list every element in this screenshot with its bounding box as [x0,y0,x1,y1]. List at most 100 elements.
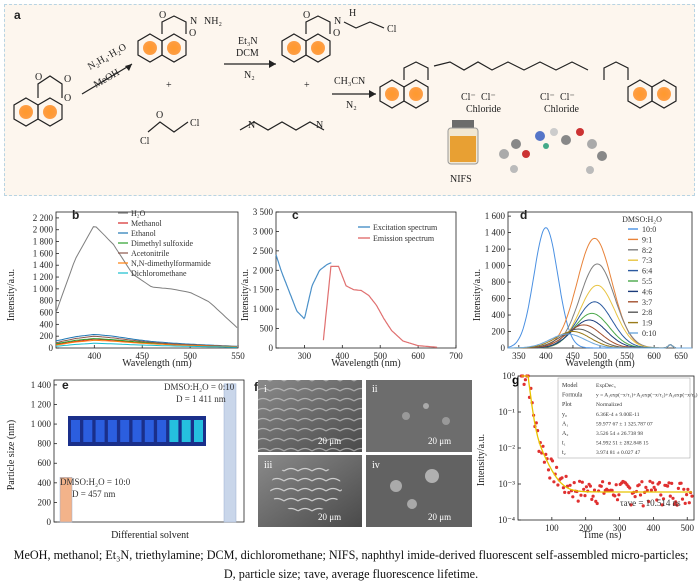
chart-e-ytick-label: 400 [38,478,52,488]
chart-g-data-point [637,483,641,487]
chart-g-data-point [647,499,651,504]
counterion-3: Cl⁻ [540,92,555,103]
reagent-2: Et₃N [238,36,258,47]
svg-text:N: N [190,16,197,27]
chart-g-data-point [680,497,685,501]
chart-c-xtick-label: 400 [336,351,350,361]
chart-d-legend-label: 5:5 [642,277,652,286]
chart-b-ytick-label: 400 [40,319,54,329]
chart-c-xtick-label: 600 [411,351,425,361]
chart-e-annot-right-2: D = 1 411 nm [176,394,226,404]
chart-c-ytick-label: 1 000 [253,304,274,314]
chart-g-data-point [595,501,599,506]
chart-g-data-point [674,500,678,504]
chart-e-ylabel: Particle size (nm) [6,420,17,491]
chart-d-legend-label: 8:2 [642,246,652,255]
chart-b-ytick-label: 2 200 [33,213,54,223]
chart-g-data-point [686,487,690,491]
caption-line-1: MeOH, methanol; Et₃N, triethylamine; DCM… [13,548,689,562]
scale-bar-iv: 20 μm [428,512,451,522]
vial [169,420,179,442]
chart-e-ytick-label: 800 [38,439,52,449]
chart-b-series-line [55,342,238,348]
chart-g-xtick-label: 200 [579,523,593,533]
chart-c-ytick-label: 1 500 [253,285,274,295]
svg-text:O: O [159,10,166,21]
chart-d-legend-label: 3:7 [642,298,652,307]
chart-g-data-point [564,474,568,478]
chart-b-xtick-label: 450 [135,351,149,361]
chart-g-data-point [652,485,656,489]
chart-g-data-point [683,501,687,505]
chart-e-ytick-label: 1 400 [31,380,52,390]
chart-g-xtick-label: 500 [680,523,694,533]
panel-label-b: b [72,208,80,222]
chart-g-data-point [588,484,592,488]
scale-bar-ii: 20 μm [428,436,451,446]
chart-g-data-point [537,449,541,453]
chart-b-ytick-label: 800 [40,296,54,306]
chart-g-data-point [567,491,571,495]
chart-g-data-point [651,481,655,485]
chart-g-data-point [576,499,580,503]
chart-b-ytick-label: 200 [40,331,54,341]
chart-c-xtick-label: 300 [298,351,312,361]
chart-b-series-line [55,339,238,348]
chart-g-xlabel: Time (ns) [583,530,622,541]
counterion-1: Cl⁻ [461,92,476,103]
molecule-chloroacetyl: O [147,110,189,133]
panel-label-e: e [62,378,69,392]
chart-g-xtick-label: 100 [545,523,559,533]
gas-2: N₂ [244,70,255,81]
chart-g-data-point [606,488,610,493]
svg-text:O: O [64,74,71,85]
chart-g-ytick-label: 10⁰ [502,371,515,381]
chart-g-data-point [613,494,617,498]
chart-g-tau-label: τave = 10.514 ns [620,498,681,508]
chart-d-legend-label: 0:10 [642,329,656,338]
chart-c-plot-frame [275,211,457,349]
chart-g-data-point [583,494,587,498]
vial [95,420,105,442]
chart-g-data-point [590,497,594,501]
chart-b-plot-frame [55,211,239,349]
chart-g-data-point [561,486,565,490]
chart-g-data-point [640,480,644,484]
figure-caption: MeOH, methanol; Et₃N, triethylamine; DCM… [6,546,696,584]
chart-b-ytick-label: 600 [40,308,54,318]
svg-text:N: N [316,120,323,131]
chart-d-series-line [508,319,692,349]
chart-g-data-point [601,480,605,484]
chart-g-ylabel: Intensity/a.u. [476,434,487,486]
cl-label-1: Cl [140,136,150,147]
chart-g-data-point [644,485,648,489]
svg-text:O: O [189,28,196,39]
chart-d-xtick-label: 450 [566,351,580,361]
chart-g-data-point [638,493,643,497]
chart-b-xtick-label: 500 [183,351,197,361]
chart-g-data-point [649,488,653,492]
chart-g-table-key: Model [562,383,578,389]
chart-e-xlabel: Differential solvent [111,530,189,541]
chart-e-particle-size: Particle size (nm) Differential solvent … [6,379,245,541]
chart-b-xtick-label: 400 [88,351,102,361]
chart-e-ytick-label: 1 000 [31,419,52,429]
chart-d-ytick-label: 1 600 [485,211,506,221]
product-name: NIFS [450,174,472,185]
chart-d-ytick-label: 200 [492,327,506,337]
chart-g-data-point [563,490,567,494]
sem-images: i ii iii iv 20 μm 20 μm 20 μm 20 μm [258,380,472,527]
chart-d-ylabel: Intensity/a.u. [472,269,483,321]
chart-g-table-key: t₁ [562,441,566,447]
h-label: H [349,8,356,19]
chart-b-series-line [55,335,238,347]
chart-d-legend-label: 10:0 [642,225,656,234]
vial [181,420,191,442]
chart-g-data-point [655,498,659,502]
vial-image [447,120,479,165]
panel-label-c: c [292,208,299,222]
panel-label-d: d [520,208,528,222]
chart-g-data-point [541,444,545,448]
